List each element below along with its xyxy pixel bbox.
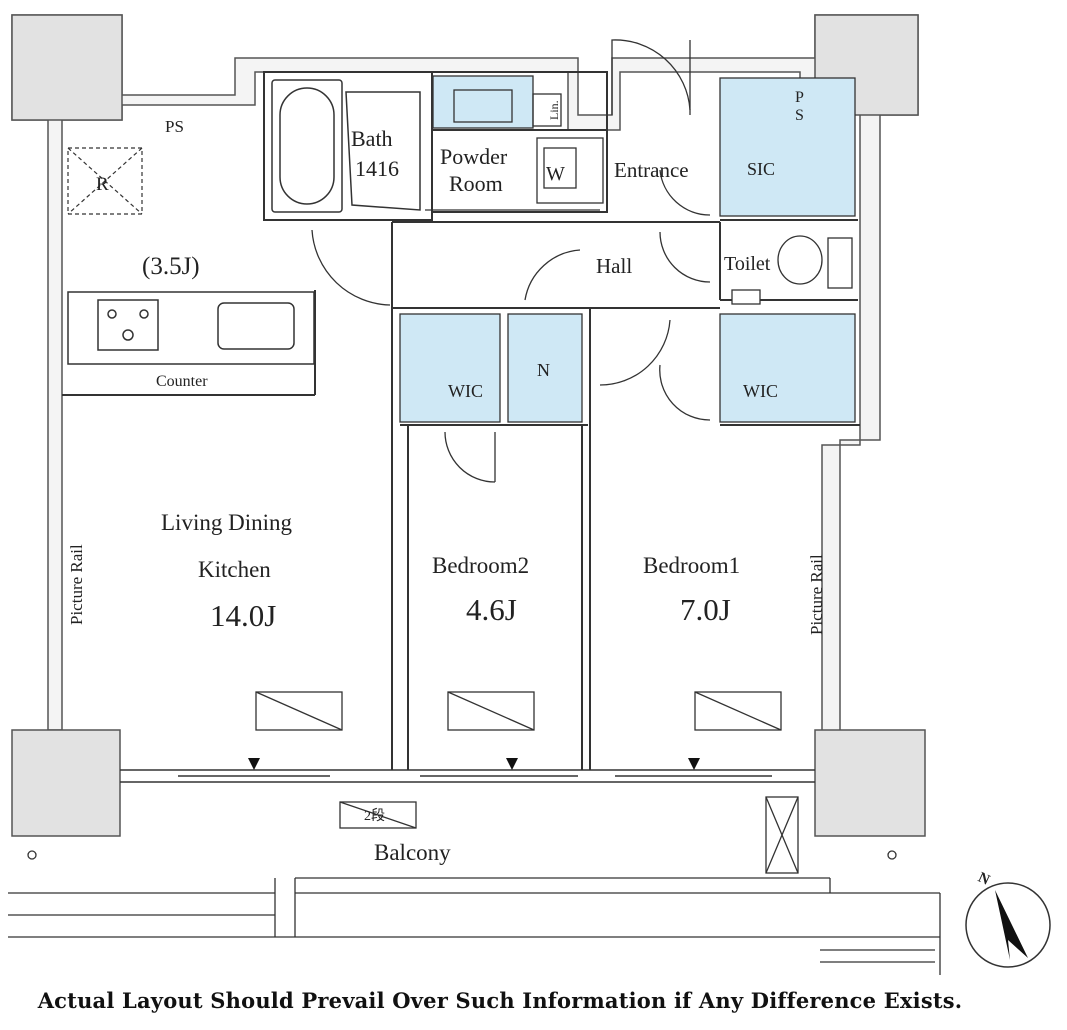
- label-kitchen-size: (3.5J): [142, 253, 200, 280]
- label-picture-rail-right: Picture Rail: [807, 554, 826, 635]
- label-entrance: Entrance: [614, 158, 689, 182]
- columns: [11, 14, 926, 837]
- label-powder-1: Powder: [440, 144, 508, 169]
- label-ps-right-1: P: [795, 89, 804, 106]
- bathtub: [271, 79, 421, 213]
- kitchen-counter: [67, 291, 315, 365]
- window-line: [120, 769, 815, 783]
- label-hall: Hall: [596, 254, 632, 278]
- floor-plan: PS P S R Bath 1416 Lin. Powder Room W En…: [8, 14, 1051, 975]
- interior-walls: [62, 71, 860, 770]
- label-bed1: Bedroom1: [643, 553, 740, 578]
- door-swings: [311, 39, 711, 483]
- label-bed2: Bedroom2: [432, 553, 529, 578]
- label-balcony: Balcony: [374, 840, 451, 865]
- label-bath-size: 1416: [355, 156, 399, 181]
- label-ldk-2: Kitchen: [198, 557, 271, 582]
- refrigerator-box: [67, 147, 143, 215]
- powder-fixtures: [425, 89, 604, 211]
- label-ps-left: PS: [165, 117, 184, 136]
- balcony-railing: [8, 850, 941, 975]
- label-wic-right: WIC: [743, 381, 778, 401]
- label-bed1-size: 7.0J: [680, 592, 731, 627]
- label-ldk-size: 14.0J: [210, 598, 276, 633]
- ac-units: [255, 691, 799, 874]
- label-bed2-size: 4.6J: [466, 592, 517, 627]
- label-wic-left: WIC: [448, 381, 483, 401]
- label-north: N: [975, 870, 992, 889]
- label-n-closet: N: [537, 360, 550, 380]
- label-sic: SIC: [747, 159, 775, 179]
- room-labels: PS P S R Bath 1416 Lin. Powder Room W En…: [67, 89, 992, 889]
- label-counter: Counter: [156, 373, 208, 390]
- label-refrigerator: R: [96, 174, 109, 195]
- label-washer: W: [546, 163, 565, 185]
- north-compass: [965, 882, 1051, 968]
- label-toilet: Toilet: [724, 253, 771, 275]
- label-step: 2段: [364, 808, 385, 824]
- label-linen: Lin.: [547, 100, 561, 120]
- label-powder-2: Room: [449, 171, 503, 196]
- label-ldk-1: Living Dining: [161, 510, 292, 535]
- label-ps-right-2: S: [795, 107, 804, 124]
- disclaimer-caption: Actual Layout Should Prevail Over Such I…: [37, 988, 963, 1013]
- label-bath: Bath: [351, 126, 393, 151]
- toilet-fixture: [731, 235, 853, 305]
- label-picture-rail-left: Picture Rail: [67, 544, 86, 625]
- window-markers: [248, 758, 700, 770]
- storage-areas: [399, 75, 856, 423]
